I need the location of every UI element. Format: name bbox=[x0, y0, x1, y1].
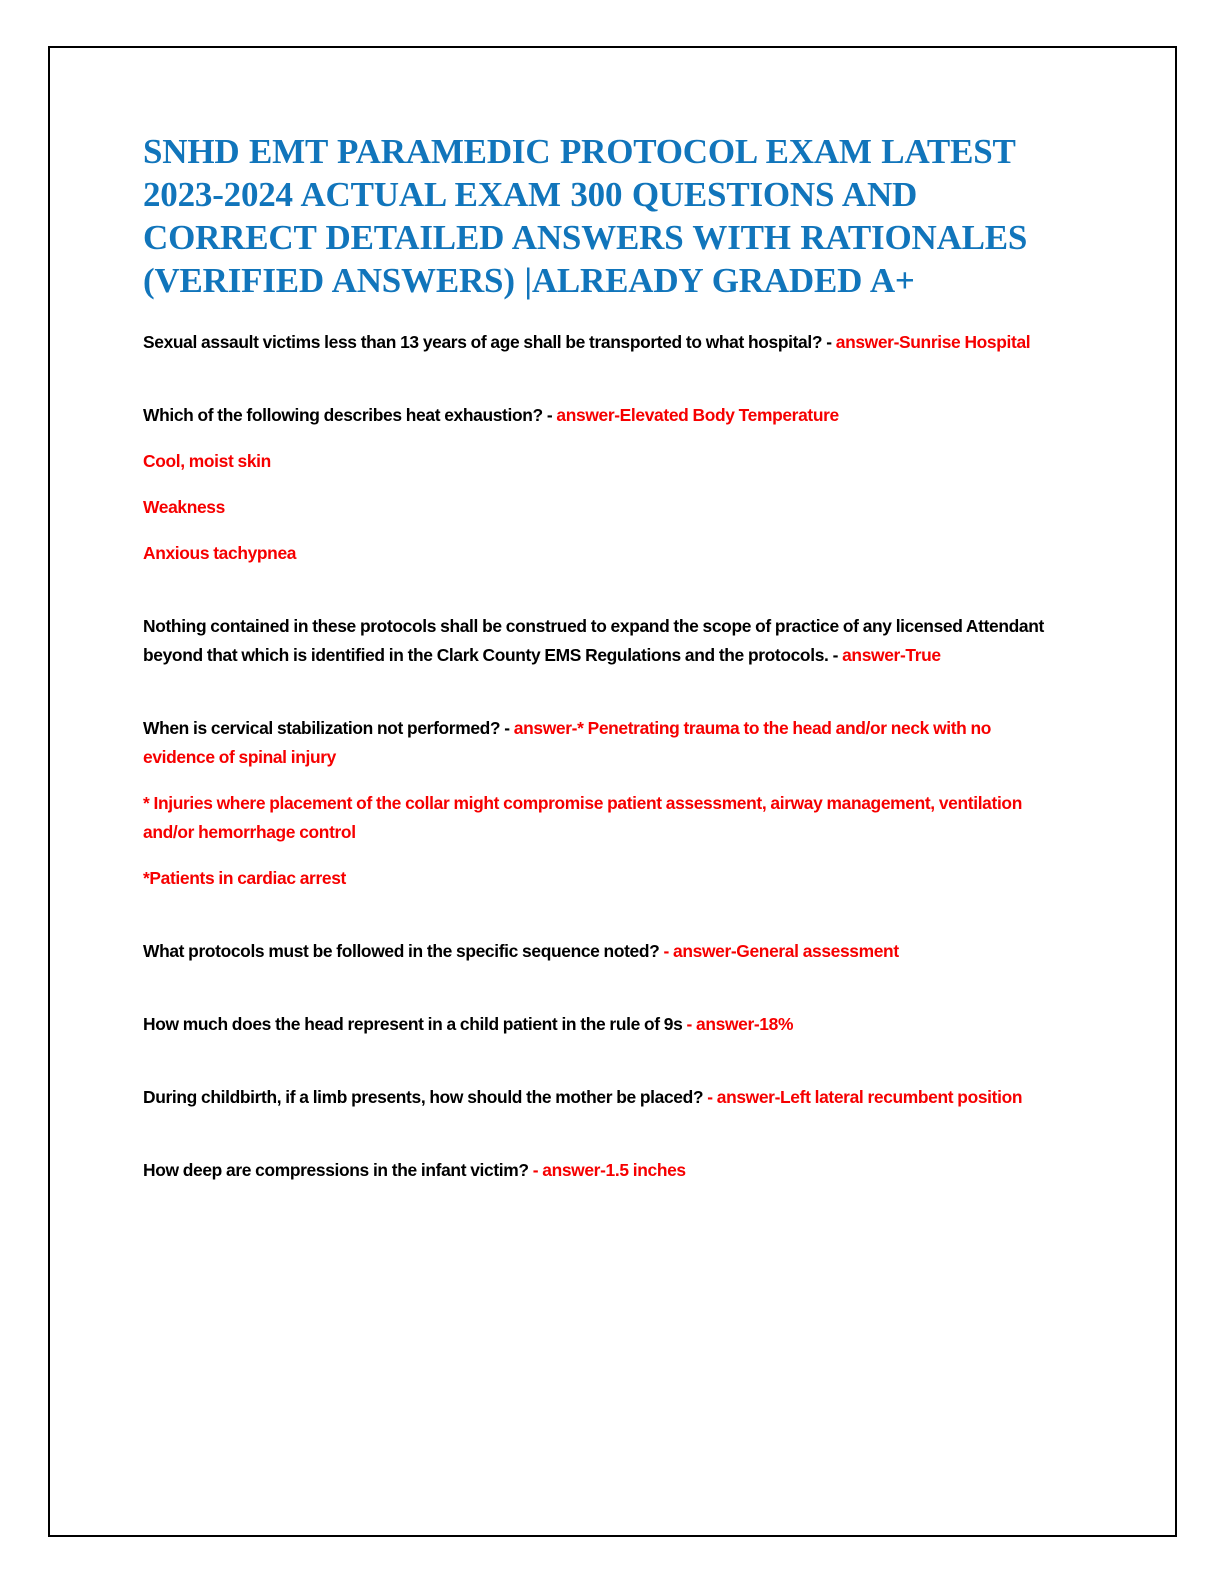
answer-extra-line: * Injuries where placement of the collar… bbox=[143, 793, 1022, 842]
answer-text: answer-* Penetrating trauma to the head … bbox=[143, 718, 992, 767]
question-text: Nothing contained in these protocols sha… bbox=[143, 616, 1044, 665]
question-text: What protocols must be followed in the s… bbox=[143, 941, 664, 961]
qa-question-answer-line: When is cervical stabilization not perfo… bbox=[143, 714, 1058, 772]
answer-extra-line: Weakness bbox=[143, 497, 225, 517]
answer-text: answer-True bbox=[842, 645, 941, 665]
answer-text: answer-Sunrise Hospital bbox=[835, 332, 1031, 352]
answer-text: - answer-General assessment bbox=[663, 941, 900, 961]
qa-question-answer-line: During childbirth, if a limb presents, h… bbox=[143, 1083, 1058, 1112]
qa-question-answer-line: What protocols must be followed in the s… bbox=[143, 937, 1058, 966]
answer-extra-line: *Patients in cardiac arrest bbox=[143, 868, 346, 888]
document-body: SNHD EMT PARAMEDIC PROTOCOL EXAM LATEST … bbox=[143, 130, 1058, 1185]
qa-question-answer-line: How deep are compressions in the infant … bbox=[143, 1156, 1058, 1185]
question-text: How deep are compressions in the infant … bbox=[143, 1160, 533, 1180]
question-text: When is cervical stabilization not perfo… bbox=[143, 718, 514, 738]
question-text: Which of the following describes heat ex… bbox=[143, 405, 557, 425]
qa-block: During childbirth, if a limb presents, h… bbox=[143, 1083, 1058, 1112]
answer-text: - answer-18% bbox=[686, 1014, 794, 1034]
qa-block: How much does the head represent in a ch… bbox=[143, 1010, 1058, 1039]
answer-extra-line: Cool, moist skin bbox=[143, 451, 271, 471]
question-text: Sexual assault victims less than 13 year… bbox=[143, 332, 836, 352]
answer-text: answer-Elevated Body Temperature bbox=[556, 405, 839, 425]
qa-list: Sexual assault victims less than 13 year… bbox=[143, 328, 1058, 1185]
qa-question-answer-line: Sexual assault victims less than 13 year… bbox=[143, 328, 1058, 357]
qa-block: Nothing contained in these protocols sha… bbox=[143, 612, 1058, 670]
qa-block: What protocols must be followed in the s… bbox=[143, 937, 1058, 966]
qa-block: How deep are compressions in the infant … bbox=[143, 1156, 1058, 1185]
qa-block: Which of the following describes heat ex… bbox=[143, 401, 1058, 568]
answer-text: - answer-1.5 inches bbox=[532, 1160, 686, 1180]
question-text: During childbirth, if a limb presents, h… bbox=[143, 1087, 708, 1107]
document-page-sheet: SNHD EMT PARAMEDIC PROTOCOL EXAM LATEST … bbox=[48, 46, 1177, 1537]
qa-block: When is cervical stabilization not perfo… bbox=[143, 714, 1058, 893]
page-title: SNHD EMT PARAMEDIC PROTOCOL EXAM LATEST … bbox=[143, 132, 1028, 300]
qa-question-answer-line: Nothing contained in these protocols sha… bbox=[143, 612, 1058, 670]
qa-question-answer-line: Which of the following describes heat ex… bbox=[143, 401, 1058, 430]
answer-text: - answer-Left lateral recumbent position bbox=[707, 1087, 1023, 1107]
qa-question-answer-line: How much does the head represent in a ch… bbox=[143, 1010, 1058, 1039]
qa-block: Sexual assault victims less than 13 year… bbox=[143, 328, 1058, 357]
question-text: How much does the head represent in a ch… bbox=[143, 1014, 687, 1034]
answer-extra-line: Anxious tachypnea bbox=[143, 543, 297, 563]
